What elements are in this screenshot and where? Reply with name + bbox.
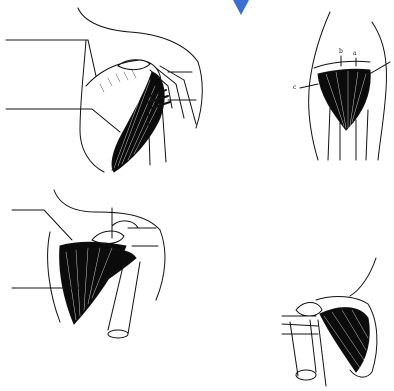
humeral-head (296, 303, 322, 317)
panel-scapula-costal (282, 258, 377, 386)
neck-outline (78, 8, 198, 62)
humerus-shaft-2 (128, 262, 140, 334)
arm-line-4 (366, 110, 368, 160)
panel-shoulder-anterior (6, 8, 202, 172)
muscle-belly (112, 72, 164, 172)
leader-line-mid (6, 109, 120, 132)
humerus-end (296, 370, 316, 380)
leader-line-top (12, 210, 72, 240)
tendon-3 (160, 66, 196, 124)
panel-scapula-posterior (300, 12, 390, 160)
shoulder-outline (48, 232, 60, 322)
arm-outline (156, 230, 165, 300)
humerus-shaft-2 (310, 320, 316, 372)
humerus-shaft (290, 322, 298, 376)
humeral-head (92, 231, 124, 243)
axis-line (318, 320, 326, 386)
leader-line-2 (282, 324, 318, 326)
label-a: a (353, 51, 357, 57)
humerus-line-2 (162, 104, 166, 162)
muscle-belly (320, 308, 369, 372)
scapula-hatching (100, 70, 136, 92)
panel-shoulder-lateral (12, 190, 165, 338)
body-outline (350, 258, 376, 296)
body-outline-right (372, 22, 386, 160)
muscle-belly (318, 69, 370, 130)
triangle-down-icon[interactable] (233, 0, 249, 15)
scapula-spine (314, 61, 370, 68)
humerus-end (108, 330, 128, 338)
arm-outline-front (196, 62, 202, 128)
leader-line-top (6, 40, 96, 76)
acromion (112, 221, 138, 228)
label-b: b (339, 49, 343, 55)
label-c: c (293, 85, 296, 91)
arm-line-1 (328, 108, 330, 160)
neck-outline (54, 190, 160, 230)
